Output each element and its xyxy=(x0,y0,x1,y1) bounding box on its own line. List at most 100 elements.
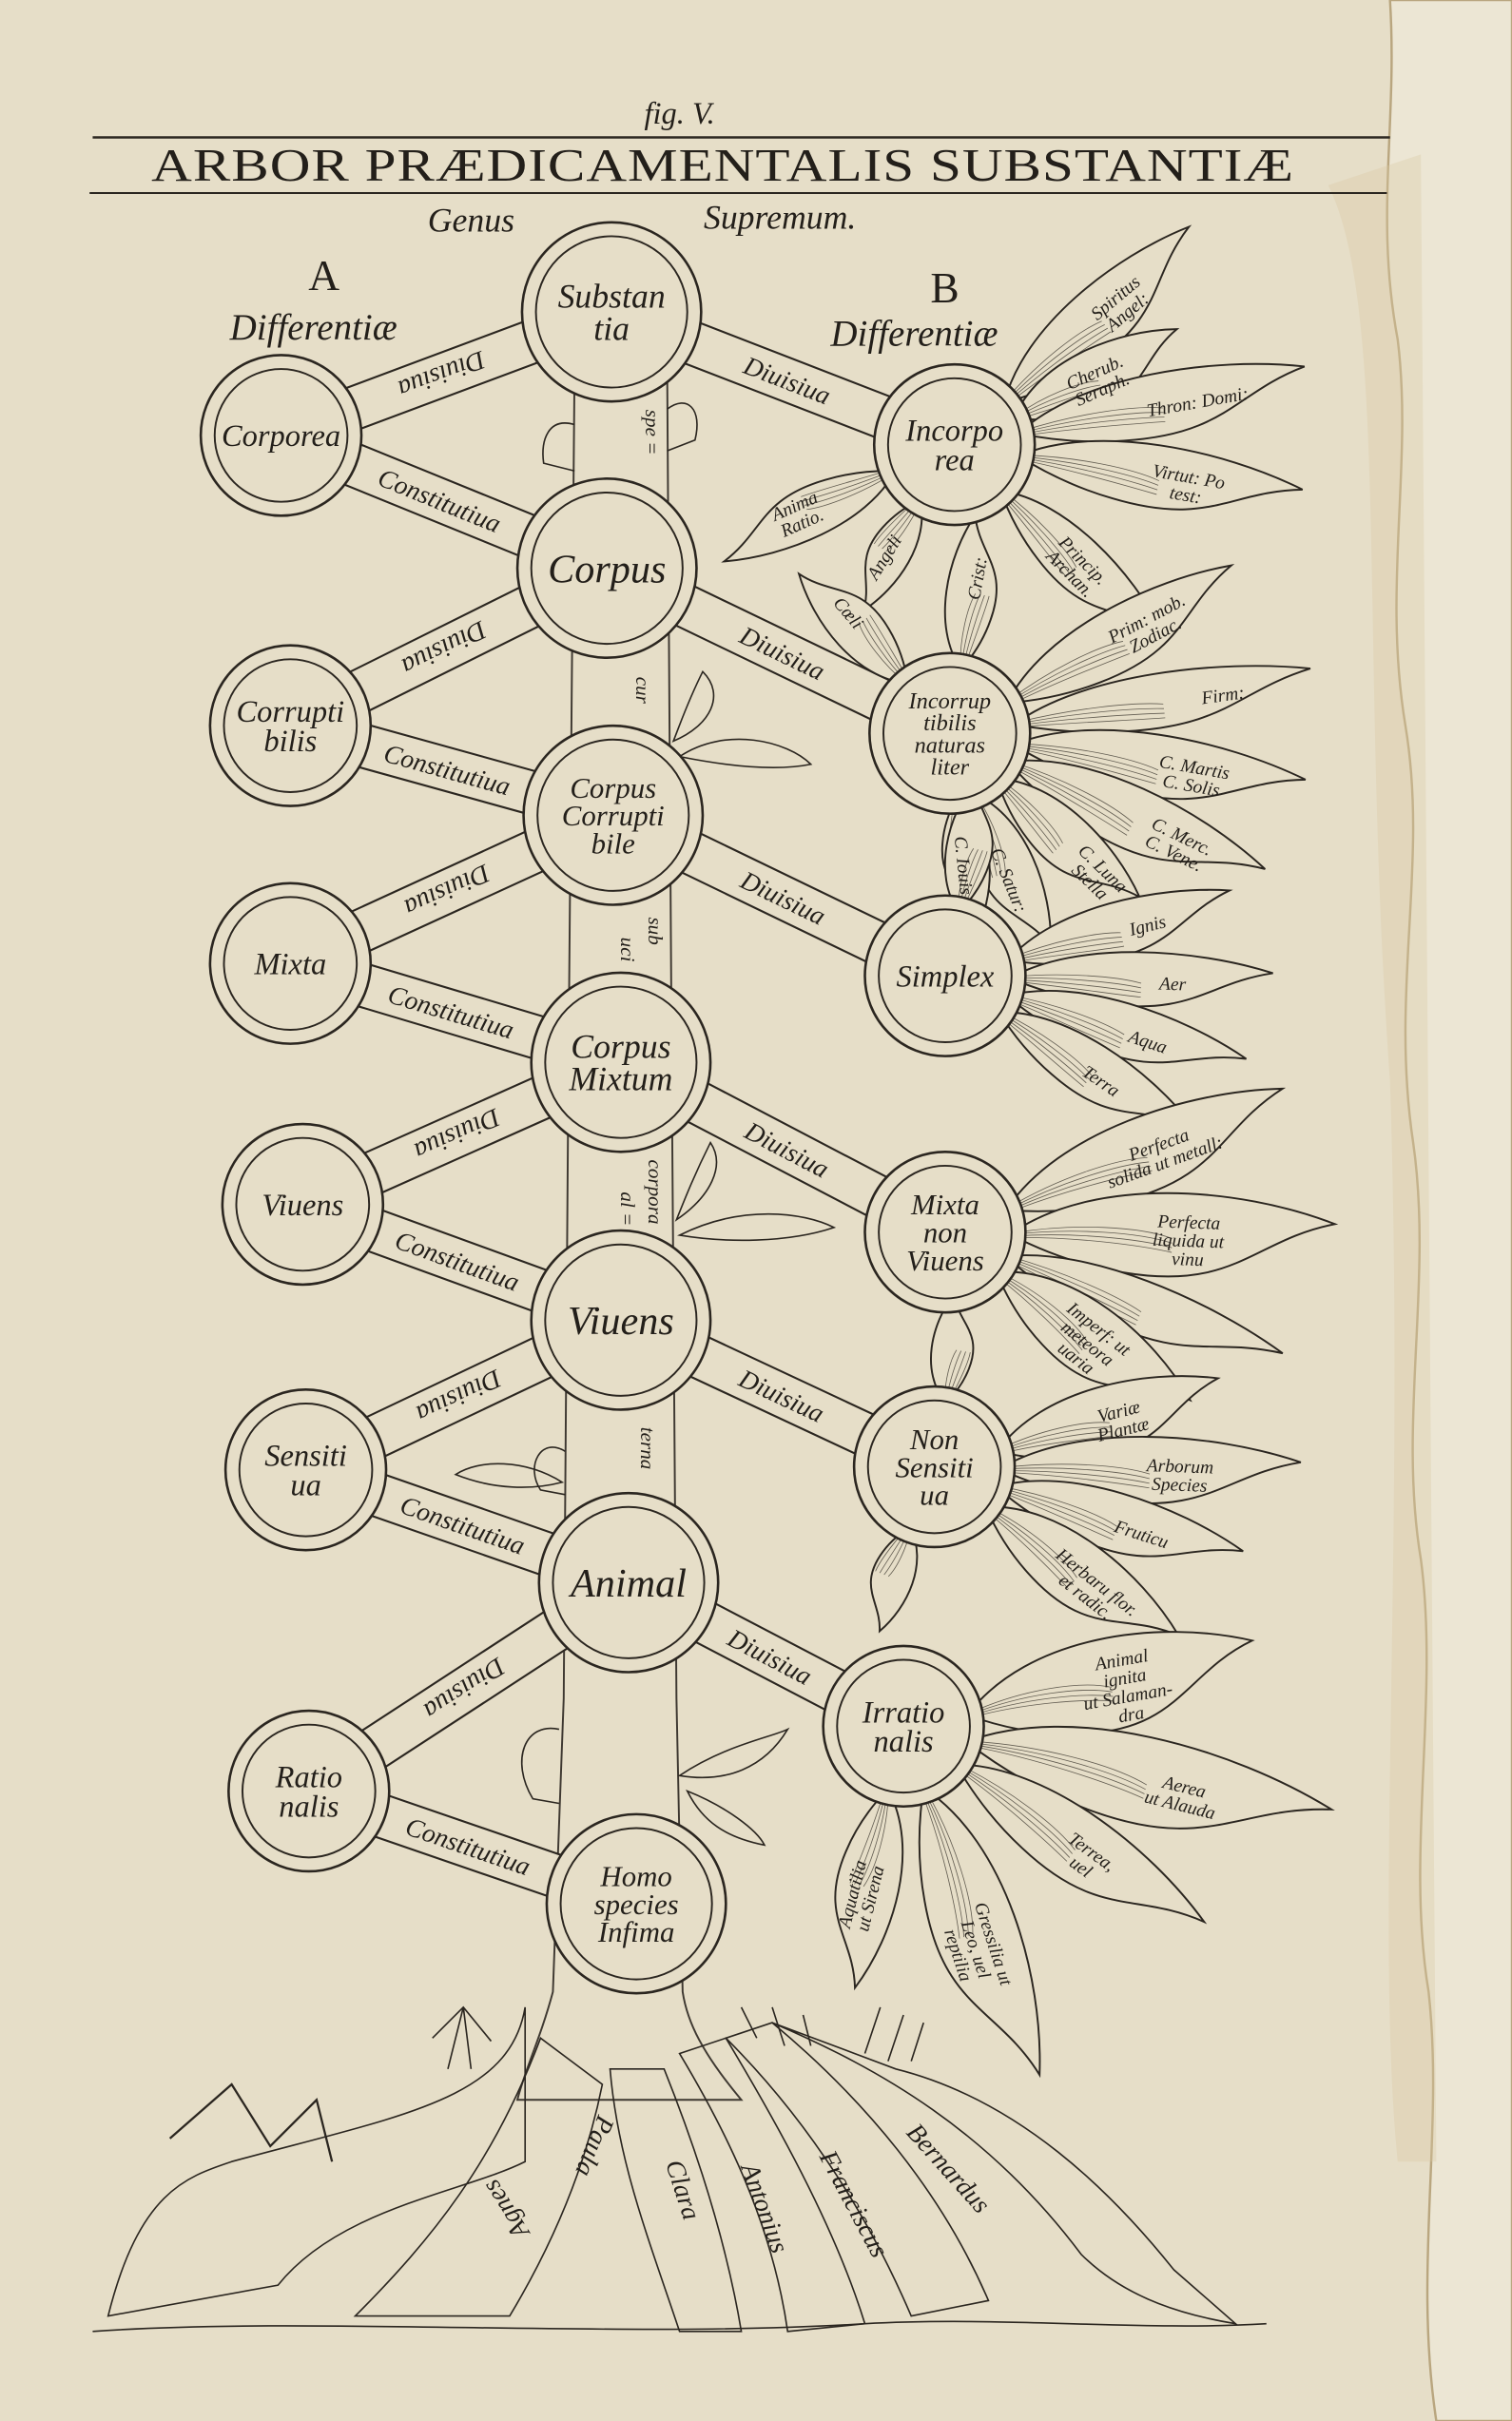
node-outer-ring xyxy=(520,221,703,403)
node-label: Incorrup xyxy=(908,688,992,714)
column-a-label: Differentiæ xyxy=(229,307,397,348)
node-label: tia xyxy=(593,309,630,347)
node-inner-ring xyxy=(235,1136,371,1272)
leaf-label: Species xyxy=(1152,1475,1208,1497)
leaf xyxy=(1005,564,1235,705)
node-label: Corrupti xyxy=(236,695,344,729)
node-label: Mixta xyxy=(910,1189,979,1221)
column-a-letter: A xyxy=(308,251,340,300)
trunk-node: Viuens xyxy=(530,1229,712,1411)
plate-title: ARBOR PRÆDICAMENTALIS SUBSTANTIÆ xyxy=(151,140,1294,191)
node-outer-ring xyxy=(199,354,363,517)
age-stain xyxy=(1328,154,1437,2162)
node-outer-ring xyxy=(852,1385,1017,1549)
trunk-node: Corpus xyxy=(515,477,698,660)
right-differentia-node: Simplex xyxy=(863,894,1027,1057)
node-label: rea xyxy=(935,443,975,477)
node-label: naturas xyxy=(915,732,985,758)
node-outer-ring xyxy=(208,644,373,807)
node-label: Mixta xyxy=(253,948,326,982)
node-inner-ring xyxy=(223,658,359,793)
leaf-cluster xyxy=(834,1631,1335,2079)
node-inner-ring xyxy=(544,985,698,1139)
trunk-inscription: spe = xyxy=(641,410,664,455)
node-label: Corpus xyxy=(571,1028,670,1066)
leaf xyxy=(918,1786,1041,2079)
node-inner-ring xyxy=(836,1658,971,1794)
node-label: tibilis xyxy=(923,710,976,736)
left-differentia-node: Mixta xyxy=(208,881,373,1045)
node-inner-ring xyxy=(238,1402,374,1538)
node-outer-ring xyxy=(863,1150,1027,1314)
node-label: nalis xyxy=(874,1725,934,1759)
node-outer-ring xyxy=(221,1122,385,1287)
node-label: Viuens xyxy=(906,1245,984,1277)
node-label: Substan xyxy=(558,278,666,316)
node-outer-ring xyxy=(872,362,1037,527)
node-label: Homo xyxy=(599,1861,671,1893)
leaf-label: Arborum xyxy=(1144,1456,1213,1479)
category-nodes: SubstantiaCorpusCorpusCorruptibileCorpus… xyxy=(199,221,1037,1995)
node-inner-ring xyxy=(223,896,359,1031)
node-outer-ring xyxy=(545,1812,727,1995)
node-label: Irratio xyxy=(862,1695,945,1730)
node-label: ua xyxy=(920,1480,949,1512)
node-inner-ring xyxy=(559,1827,713,1981)
node-outer-ring xyxy=(223,1388,388,1552)
node-label: nalis xyxy=(279,1790,339,1824)
leaf-label: liquida ut xyxy=(1153,1230,1225,1253)
genus-label: Genus xyxy=(428,202,514,240)
node-inner-ring xyxy=(536,738,690,892)
column-b-label: Differentiæ xyxy=(829,314,998,355)
trunk-node: Animal xyxy=(537,1491,720,1674)
torn-edge xyxy=(1386,0,1512,2421)
node-outer-ring xyxy=(227,1709,391,1873)
node-label: Mixtum xyxy=(568,1060,672,1098)
leaf-label: dra xyxy=(1117,1703,1146,1727)
leaf-cluster xyxy=(869,1292,1302,1638)
node-outer-ring xyxy=(530,971,712,1153)
node-inner-ring xyxy=(882,666,1018,802)
node-inner-ring xyxy=(213,368,349,503)
node-label: Infima xyxy=(597,1916,675,1948)
trunk-inscription: terna xyxy=(636,1427,659,1470)
node-label: liter xyxy=(931,755,970,781)
trunk-inscription: cur xyxy=(631,677,654,705)
node-outer-ring xyxy=(822,1644,985,1809)
left-differentia-node: Corporea xyxy=(199,354,363,517)
node-outer-ring xyxy=(530,1229,712,1411)
supremum-label: Supremum. xyxy=(704,198,856,236)
node-inner-ring xyxy=(866,1399,1002,1535)
node-label: Corpus xyxy=(570,772,656,804)
node-label: Sensiti xyxy=(895,1451,973,1483)
trunk-inscription: sub xyxy=(644,917,667,944)
node-label: species xyxy=(594,1888,679,1921)
node-inner-ring xyxy=(552,1505,706,1659)
node-inner-ring xyxy=(878,908,1013,1043)
leaf xyxy=(983,1505,1181,1638)
node-label: Sensiti xyxy=(264,1440,347,1474)
trunk-sprigs xyxy=(454,669,837,1847)
node-inner-ring xyxy=(878,1164,1013,1300)
leaf-clusters xyxy=(721,224,1339,2079)
leaf xyxy=(1016,439,1304,511)
node-outer-ring xyxy=(522,724,705,906)
node-label: ua xyxy=(290,1469,320,1503)
node-inner-ring xyxy=(530,491,684,646)
trunk-inscription: al = xyxy=(616,1191,639,1226)
node-inner-ring xyxy=(242,1723,377,1859)
